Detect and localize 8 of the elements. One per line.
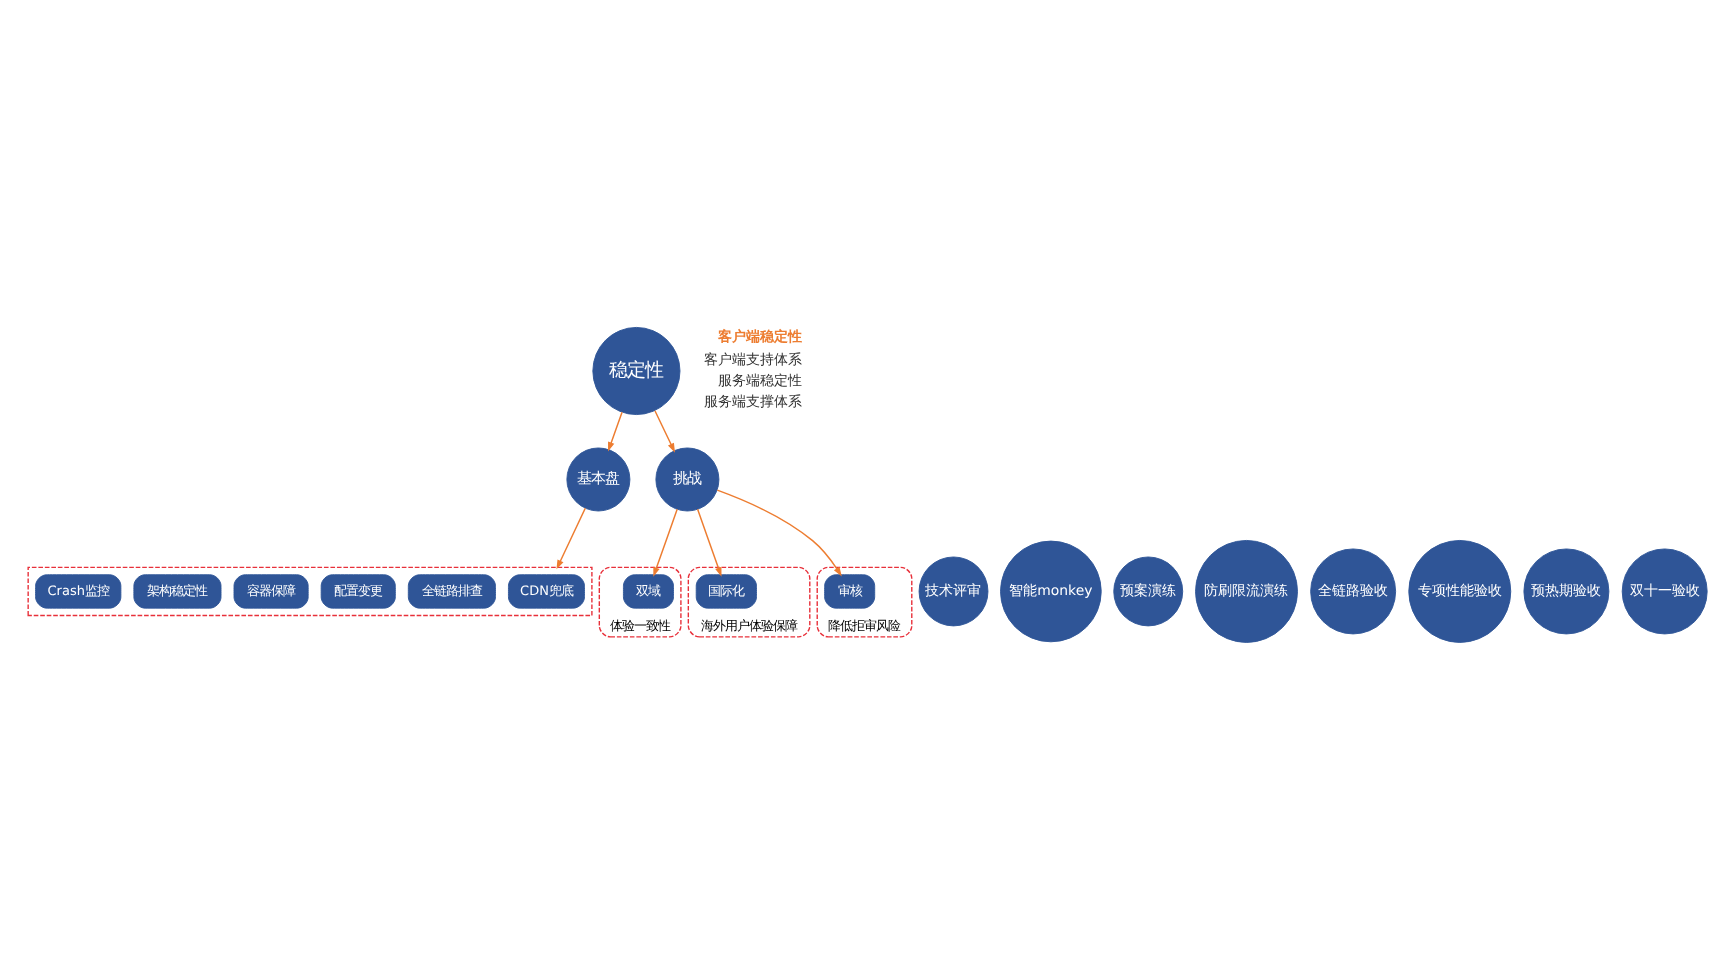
arrow xyxy=(696,507,722,576)
arrow xyxy=(654,409,675,452)
arrow xyxy=(556,506,587,569)
arrow xyxy=(653,507,678,576)
arrow xyxy=(716,488,842,576)
cluster xyxy=(27,565,593,616)
node-circle: 稳定性 xyxy=(592,325,681,415)
arrow xyxy=(608,410,623,451)
